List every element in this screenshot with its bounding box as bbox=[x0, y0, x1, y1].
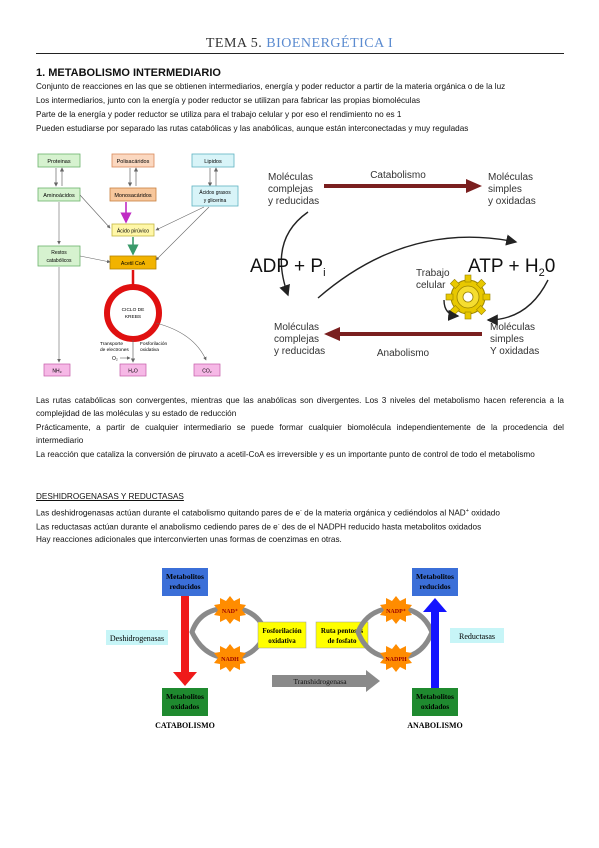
node-acido-piruvico: Ácido pirúvico bbox=[117, 228, 149, 235]
right-reducidos-2: reducidos bbox=[419, 582, 450, 591]
header-prefix: TEMA 5. bbox=[205, 36, 267, 51]
left-reducidos-2: reducidos bbox=[169, 582, 200, 591]
right-reducidos-1: Metabolitos bbox=[416, 572, 454, 581]
node-proteinas: Proteinas bbox=[47, 159, 70, 165]
label-celular: celular bbox=[416, 280, 446, 291]
paragraph-convergentes: Las rutas catabólicas son convergentes, … bbox=[36, 396, 564, 419]
line-deshidrogenasas: Las deshidrogenasas actúan durante el ca… bbox=[36, 508, 500, 518]
node-acetil-coa: Acetil CoA bbox=[121, 261, 146, 267]
label-fosforilacion-2: oxidativa bbox=[268, 637, 296, 645]
label-nadh: NADH bbox=[221, 657, 239, 663]
label-deshidrogenasas: Deshidrogenasas bbox=[110, 634, 164, 643]
node-polisacaridos: Polisacáridos bbox=[117, 159, 150, 165]
node-catabolicos: catabólicos bbox=[46, 258, 72, 264]
header-rule bbox=[36, 53, 564, 54]
coenzyme-figure: Metabolitos reducidos Metabolitos oxidad… bbox=[106, 568, 504, 730]
left-oxidados-1: Metabolitos bbox=[166, 692, 204, 701]
bottom-left-line-2: complejas bbox=[274, 334, 319, 345]
right-oxidados-2: oxidados bbox=[421, 702, 449, 711]
bottom-right-line-3: Y oxidadas bbox=[490, 346, 539, 357]
line-reacciones-adicionales: Hay reacciones adicionales que interconv… bbox=[36, 535, 342, 544]
label-reductasas: Reductasas bbox=[459, 632, 495, 641]
top-right-line-1: Moléculas bbox=[488, 172, 533, 183]
label-o2: O₂ bbox=[112, 356, 118, 362]
top-left-line-3: y reducidas bbox=[268, 196, 319, 207]
top-right-line-2: simples bbox=[488, 184, 522, 195]
node-restos: Restos bbox=[51, 250, 67, 256]
label-anabolismo-3: ANABOLISMO bbox=[407, 721, 463, 730]
label-fosforilacion: Fosforilación bbox=[140, 341, 168, 347]
bottom-right-line-2: simples bbox=[490, 334, 524, 345]
bottom-right-line-1: Moléculas bbox=[490, 322, 535, 333]
top-left-line-2: complejas bbox=[268, 184, 313, 195]
label-ruta-pentosas-2: de fosfato bbox=[328, 637, 357, 645]
intro-line-3: Parte de la energía y poder reductor se … bbox=[36, 110, 402, 119]
header-topic: BIOENERGÉTICA I bbox=[266, 36, 394, 51]
label-atp: ATP + H20 bbox=[468, 256, 555, 279]
label-nadp-plus: NADP⁺ bbox=[386, 608, 406, 615]
label-electrones: de electrones bbox=[100, 347, 129, 353]
label-catabolismo-3: CATABOLISMO bbox=[155, 721, 215, 730]
bottom-left-line-1: Moléculas bbox=[274, 322, 319, 333]
right-oxidados-1: Metabolitos bbox=[416, 692, 454, 701]
krebs-label-2: KREBS bbox=[125, 314, 141, 320]
intro-line-4: Pueden estudiarse por separado las rutas… bbox=[36, 124, 469, 133]
intro-line-1: Conjunto de reacciones en las que se obt… bbox=[36, 82, 506, 91]
top-left-line-1: Moléculas bbox=[268, 172, 313, 183]
label-anabolismo: Anabolismo bbox=[377, 348, 430, 359]
left-reducidos-1: Metabolitos bbox=[166, 572, 204, 581]
label-fosforilacion-1: Fosforilación bbox=[262, 627, 301, 635]
label-adp: ADP + Pi bbox=[250, 256, 326, 279]
node-monosacaridos: Monosacáridos bbox=[114, 193, 152, 199]
node-co2: CO₂ bbox=[202, 369, 212, 375]
paragraph-piruvato: La reacción que cataliza la conversión d… bbox=[36, 450, 535, 459]
intro-line-2: Los intermediarios, junto con la energía… bbox=[36, 96, 421, 105]
label-transporte: Transporte bbox=[100, 341, 123, 347]
node-acidos-grasos: Ácidos grasos bbox=[199, 189, 231, 196]
gear-icon bbox=[445, 274, 491, 320]
label-ruta-pentosas-1: Ruta pentosas bbox=[321, 627, 363, 635]
label-nadph: NADPH bbox=[385, 657, 407, 663]
node-aminoacidos: Aminoácidos bbox=[43, 193, 75, 199]
page-header: TEMA 5. BIOENERGÉTICA I bbox=[0, 36, 599, 52]
label-transhidrogenasa: Transhidrogenasa bbox=[293, 677, 347, 686]
label-oxidativa: oxidativa bbox=[140, 347, 159, 353]
krebs-label-1: CICLO DE bbox=[122, 307, 145, 313]
metabolic-map-figure: Proteinas Polisacáridos Lipidos Aminoáci… bbox=[37, 153, 239, 377]
section-heading-deshidrogenasas: DESHIDROGENASAS Y REDUCTASAS bbox=[36, 492, 184, 501]
node-h2o: H₂O bbox=[128, 369, 138, 375]
node-nh3: NH₃ bbox=[52, 369, 61, 375]
node-glicerina: y glicerina bbox=[204, 198, 227, 204]
node-lipidos: Lipidos bbox=[204, 159, 222, 165]
label-trabajo: Trabajo bbox=[416, 268, 450, 279]
top-right-line-3: y oxidadas bbox=[488, 196, 536, 207]
paragraph-intermediario: Prácticamente, a partir de cualquier int… bbox=[36, 423, 564, 446]
bottom-left-line-3: y reducidas bbox=[274, 346, 325, 357]
label-nad-plus: NAD⁺ bbox=[222, 608, 238, 615]
label-catabolismo: Catabolismo bbox=[370, 170, 426, 181]
catabolism-anabolism-figure: Catabolismo Anabolismo Moléculas complej… bbox=[250, 170, 555, 359]
section-heading-metabolismo: 1. METABOLISMO INTERMEDIARIO bbox=[36, 67, 221, 79]
line-reductasas: Las reductasas actúan durante el anaboli… bbox=[36, 522, 482, 532]
left-oxidados-2: oxidados bbox=[171, 702, 199, 711]
